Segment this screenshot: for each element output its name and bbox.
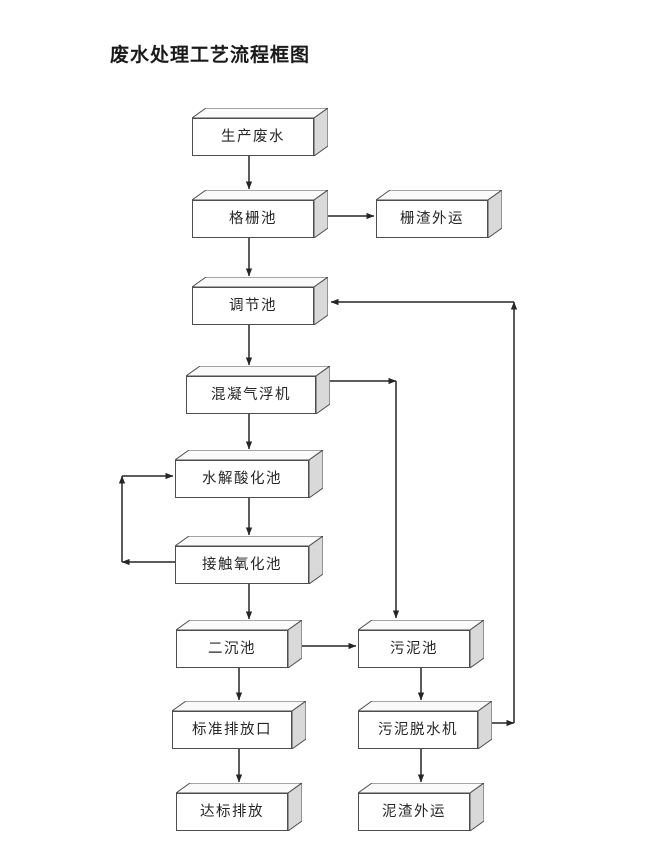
- box-3d-shading: [358, 701, 492, 749]
- process-box-label: 水解酸化池: [202, 470, 282, 487]
- box-front-face: 栅渣外运: [376, 200, 488, 238]
- box-front-face: 生产废水: [192, 118, 314, 156]
- process-box-label: 泥渣外运: [382, 803, 446, 820]
- box-front-face: 标准排放口: [172, 711, 292, 749]
- box-3d-shading: [192, 277, 328, 325]
- process-box-n5[interactable]: 混凝气浮机: [186, 366, 330, 414]
- box-front-face: 混凝气浮机: [186, 376, 316, 414]
- box-front-face: 泥渣外运: [358, 793, 470, 831]
- process-box-label: 污泥池: [390, 640, 438, 657]
- box-3d-shading: [192, 190, 328, 238]
- process-box-label: 栅渣外运: [400, 210, 464, 227]
- box-front-face: 格栅池: [192, 200, 314, 238]
- process-box-n8[interactable]: 二沉池: [176, 620, 302, 668]
- box-front-face: 达标排放: [176, 793, 288, 831]
- process-box-n10[interactable]: 标准排放口: [172, 701, 306, 749]
- process-box-n11[interactable]: 污泥脱水机: [358, 701, 492, 749]
- box-3d-shading: [192, 108, 328, 156]
- process-box-label: 污泥脱水机: [378, 721, 458, 738]
- box-3d-shading: [358, 783, 484, 831]
- process-box-n3[interactable]: 栅渣外运: [376, 190, 502, 238]
- process-box-label: 标准排放口: [192, 721, 272, 738]
- process-box-n4[interactable]: 调节池: [192, 277, 328, 325]
- process-box-n12[interactable]: 达标排放: [176, 783, 302, 831]
- box-front-face: 污泥池: [358, 630, 470, 668]
- process-box-label: 生产废水: [221, 128, 285, 145]
- process-box-label: 达标排放: [200, 803, 264, 820]
- box-3d-shading: [176, 783, 302, 831]
- process-box-label: 二沉池: [208, 640, 256, 657]
- box-3d-shading: [175, 536, 323, 584]
- process-box-n9[interactable]: 污泥池: [358, 620, 484, 668]
- box-3d-shading: [176, 620, 302, 668]
- box-front-face: 接触氧化池: [175, 546, 309, 584]
- box-front-face: 污泥脱水机: [358, 711, 478, 749]
- page-title: 废水处理工艺流程框图: [110, 44, 311, 66]
- process-box-n6[interactable]: 水解酸化池: [175, 450, 323, 498]
- process-box-n13[interactable]: 泥渣外运: [358, 783, 484, 831]
- process-box-n2[interactable]: 格栅池: [192, 190, 328, 238]
- process-box-n7[interactable]: 接触氧化池: [175, 536, 323, 584]
- box-front-face: 二沉池: [176, 630, 288, 668]
- process-box-label: 格栅池: [229, 210, 277, 227]
- box-3d-shading: [358, 620, 484, 668]
- process-box-label: 调节池: [229, 297, 277, 314]
- process-box-n1[interactable]: 生产废水: [192, 108, 328, 156]
- process-box-label: 接触氧化池: [202, 556, 282, 573]
- box-front-face: 水解酸化池: [175, 460, 309, 498]
- box-front-face: 调节池: [192, 287, 314, 325]
- process-box-label: 混凝气浮机: [211, 386, 291, 403]
